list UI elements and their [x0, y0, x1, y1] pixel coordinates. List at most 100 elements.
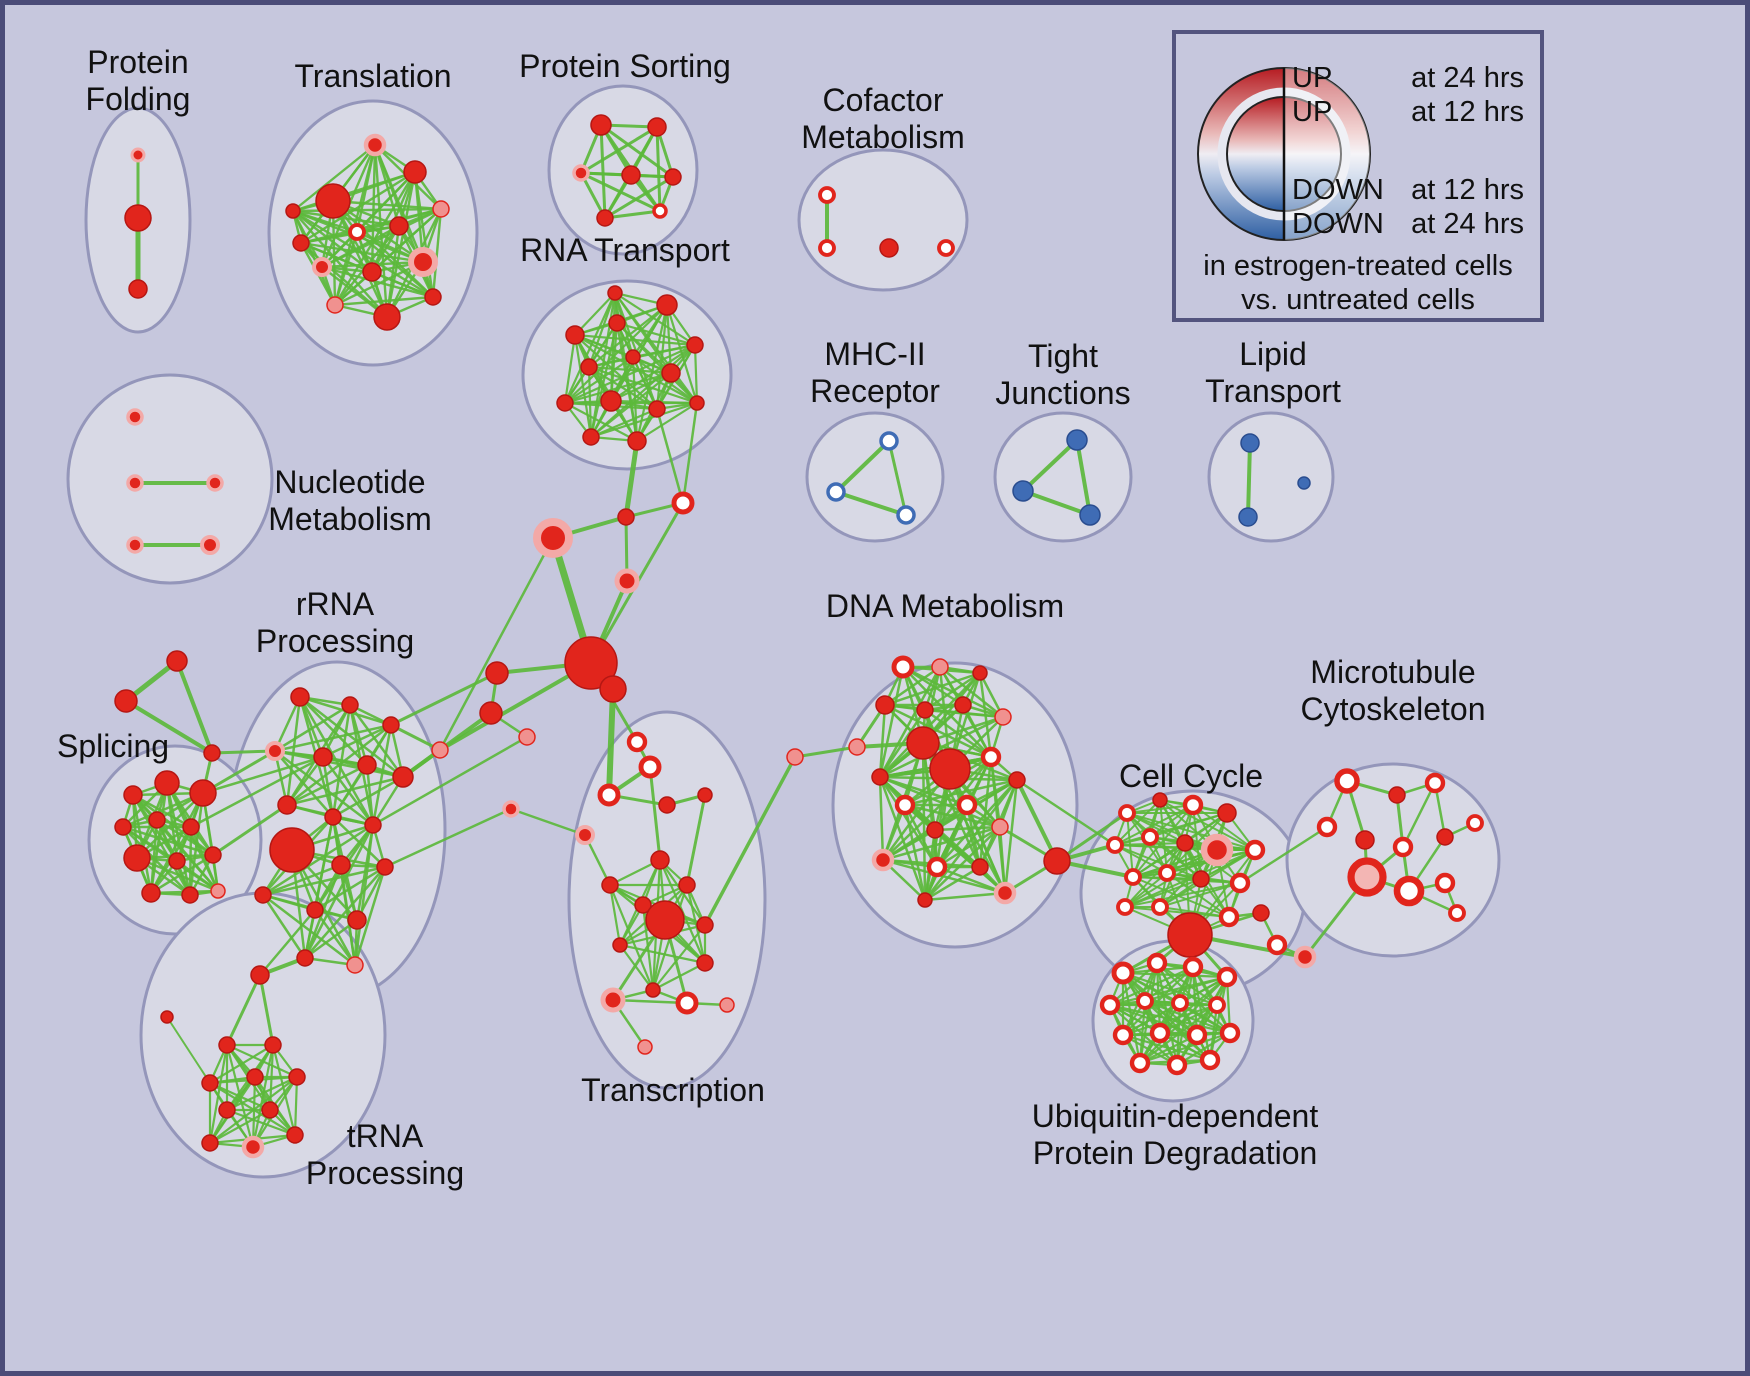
- gene-node: [1208, 996, 1226, 1014]
- gene-node: [364, 816, 382, 834]
- gene-node: [123, 844, 151, 872]
- gene-node: [324, 808, 342, 826]
- gene-node: [719, 997, 735, 1013]
- network-edge: [563, 355, 635, 405]
- network-edge: [355, 865, 387, 922]
- gene-node: [431, 741, 449, 759]
- network-edge: [251, 1075, 257, 1149]
- gene-node: [1388, 786, 1406, 804]
- network-edge: [655, 125, 662, 213]
- network-edge: [881, 755, 993, 862]
- gene-node: [246, 1068, 264, 1086]
- network-edge: [1124, 882, 1241, 908]
- network-edge: [1108, 965, 1195, 1007]
- gene-node: [1293, 945, 1317, 969]
- gene-node: [696, 916, 714, 934]
- network-edge: [298, 695, 405, 779]
- network-edge: [271, 1043, 297, 1137]
- gene-node: [312, 257, 332, 277]
- gene-node: [1111, 961, 1135, 985]
- gene-node: [1008, 771, 1026, 789]
- network-edge: [1159, 799, 1256, 851]
- gene-node: [896, 505, 916, 525]
- network-edge: [261, 865, 387, 897]
- network-edge: [609, 291, 617, 403]
- network-edge: [685, 793, 707, 887]
- gene-node: [564, 636, 618, 690]
- gene-node: [126, 408, 144, 426]
- gene-node: [1182, 794, 1204, 816]
- gene-node: [826, 482, 846, 502]
- network-edge: [1021, 489, 1092, 517]
- cluster-label: Cell Cycle: [1119, 758, 1263, 794]
- network-edge: [438, 536, 555, 752]
- network-edge: [291, 209, 374, 274]
- gene-node: [658, 796, 676, 814]
- gene-node: [991, 818, 1009, 836]
- network-edge: [121, 825, 192, 897]
- network-edge: [1238, 825, 1329, 885]
- gene-node: [1355, 830, 1375, 850]
- gene-node: [917, 892, 933, 908]
- network-edge: [261, 893, 307, 960]
- cluster-ellipse-cofactor-metabolism: [797, 148, 969, 292]
- network-edge: [258, 908, 317, 977]
- cluster-ellipse-lipid-transport: [1207, 411, 1335, 543]
- legend-footnote-line1: in estrogen-treated cells: [1203, 250, 1513, 282]
- network-edge: [1015, 778, 1059, 863]
- legend-circle-glyph: [1197, 67, 1371, 241]
- gene-node: [292, 234, 310, 252]
- gene-node: [1136, 992, 1154, 1010]
- cluster-label: Nucleotide: [274, 464, 425, 500]
- gene-node: [1079, 504, 1101, 526]
- gene-node: [331, 855, 351, 875]
- gene-node: [264, 1036, 282, 1054]
- network-edge: [291, 170, 417, 213]
- legend-direction: UP: [1292, 96, 1333, 128]
- gene-node: [993, 881, 1017, 905]
- gene-node: [315, 183, 351, 219]
- gene-node: [181, 886, 199, 904]
- gene-node: [346, 956, 364, 974]
- gene-node: [580, 358, 598, 376]
- network-edge: [793, 745, 859, 759]
- network-edge: [834, 490, 908, 517]
- network-edge: [413, 170, 435, 299]
- gene-node: [533, 518, 573, 558]
- network-edge: [321, 755, 335, 819]
- gene-node: [160, 1010, 174, 1024]
- gene-node: [408, 247, 438, 277]
- network-edge: [261, 893, 357, 967]
- network-edge: [1114, 804, 1194, 846]
- network-edge: [509, 807, 587, 837]
- gene-node: [1151, 898, 1169, 916]
- gene-node: [485, 661, 509, 685]
- network-edge: [878, 703, 887, 779]
- gene-node: [341, 696, 359, 714]
- network-edge: [563, 401, 639, 443]
- gene-node: [1146, 952, 1168, 974]
- gene-node: [648, 400, 666, 418]
- gene-node: [218, 1101, 236, 1119]
- legend-time: at 24 hrs: [1411, 208, 1524, 240]
- legend-direction: DOWN: [1292, 174, 1384, 206]
- gene-node: [130, 147, 146, 163]
- gene-node: [1129, 1052, 1151, 1074]
- network-edge: [589, 401, 699, 439]
- gene-node: [608, 314, 626, 332]
- network-edge: [1114, 799, 1161, 846]
- gene-node: [204, 846, 222, 864]
- network-edge: [339, 863, 357, 967]
- legend-row-up-24: UP at 24 hrs: [1292, 62, 1524, 95]
- gene-node: [671, 491, 695, 515]
- gene-node: [1316, 816, 1338, 838]
- network-edge: [373, 143, 389, 319]
- gene-node: [599, 675, 627, 703]
- legend-direction: DOWN: [1292, 208, 1384, 240]
- gene-node: [1244, 839, 1266, 861]
- network-edge: [135, 791, 205, 860]
- network-edge: [1138, 1033, 1199, 1065]
- gene-node: [357, 755, 377, 775]
- gene-node: [612, 937, 628, 953]
- gene-node: [1167, 912, 1213, 958]
